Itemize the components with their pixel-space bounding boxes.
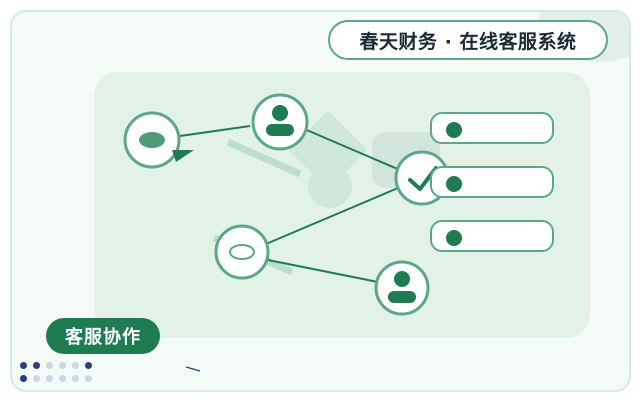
status-dot <box>446 122 462 138</box>
user-icon[interactable] <box>251 93 309 151</box>
page-title: 春天财务 · 在线客服系统 <box>328 20 608 60</box>
connection-lines <box>179 125 401 283</box>
user-icon-bottom[interactable] <box>374 260 430 316</box>
stray-mark <box>185 366 201 372</box>
list-item[interactable] <box>430 112 554 144</box>
chat-bubble-icon[interactable] <box>123 111 194 169</box>
list-item[interactable] <box>430 220 554 252</box>
eye-icon[interactable] <box>214 224 270 280</box>
badge-label[interactable]: 客服协作 <box>46 318 160 354</box>
list-item[interactable] <box>430 166 554 198</box>
status-dot <box>446 176 462 192</box>
status-dot <box>446 230 462 246</box>
